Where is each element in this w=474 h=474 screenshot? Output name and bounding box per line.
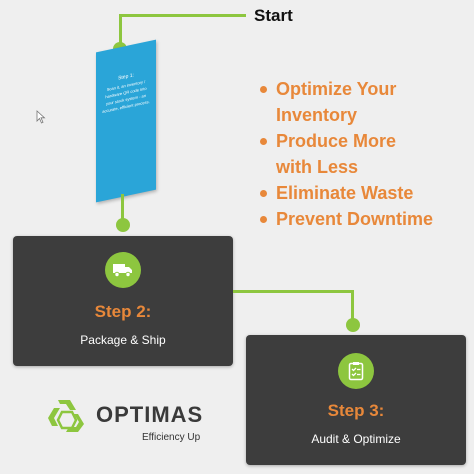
checklist-icon <box>338 353 374 389</box>
connector-dot-step2 <box>116 218 130 232</box>
step-2-subtitle: Package & Ship <box>80 333 166 347</box>
mouse-cursor-icon <box>36 110 46 127</box>
connector-card-step2 <box>121 194 124 224</box>
logo-name: OPTIMAS <box>96 402 204 427</box>
step-2-title: Step 2: <box>94 302 152 321</box>
connector-start-horizontal <box>119 14 246 17</box>
benefit-item: Produce More with Less <box>258 128 426 180</box>
logo-tagline: Efficiency Up <box>142 432 201 443</box>
connector-step2-step3-horizontal <box>233 290 354 293</box>
benefit-item: Prevent Downtime <box>258 206 446 232</box>
connector-dot-step3 <box>346 318 360 332</box>
step-2-box: Step 2: Package & Ship <box>13 236 233 366</box>
benefit-item: Optimize Your Inventory <box>258 76 446 128</box>
delivery-truck-icon <box>105 252 141 288</box>
benefits-list: Optimize Your Inventory Produce More wit… <box>258 76 446 232</box>
step-3-title: Step 3: <box>327 401 385 420</box>
optimas-logo-icon <box>44 396 90 441</box>
connector-start-vertical <box>119 14 122 48</box>
benefit-item: Eliminate Waste <box>258 180 446 206</box>
step-3-box: Step 3: Audit & Optimize <box>246 335 466 465</box>
step-1-card: Step 1: Scan it, an inventory / hardware… <box>96 39 156 203</box>
step-3-subtitle: Audit & Optimize <box>311 432 401 446</box>
start-label: Start <box>254 6 293 25</box>
connector-step2-step3-vertical <box>351 290 354 324</box>
